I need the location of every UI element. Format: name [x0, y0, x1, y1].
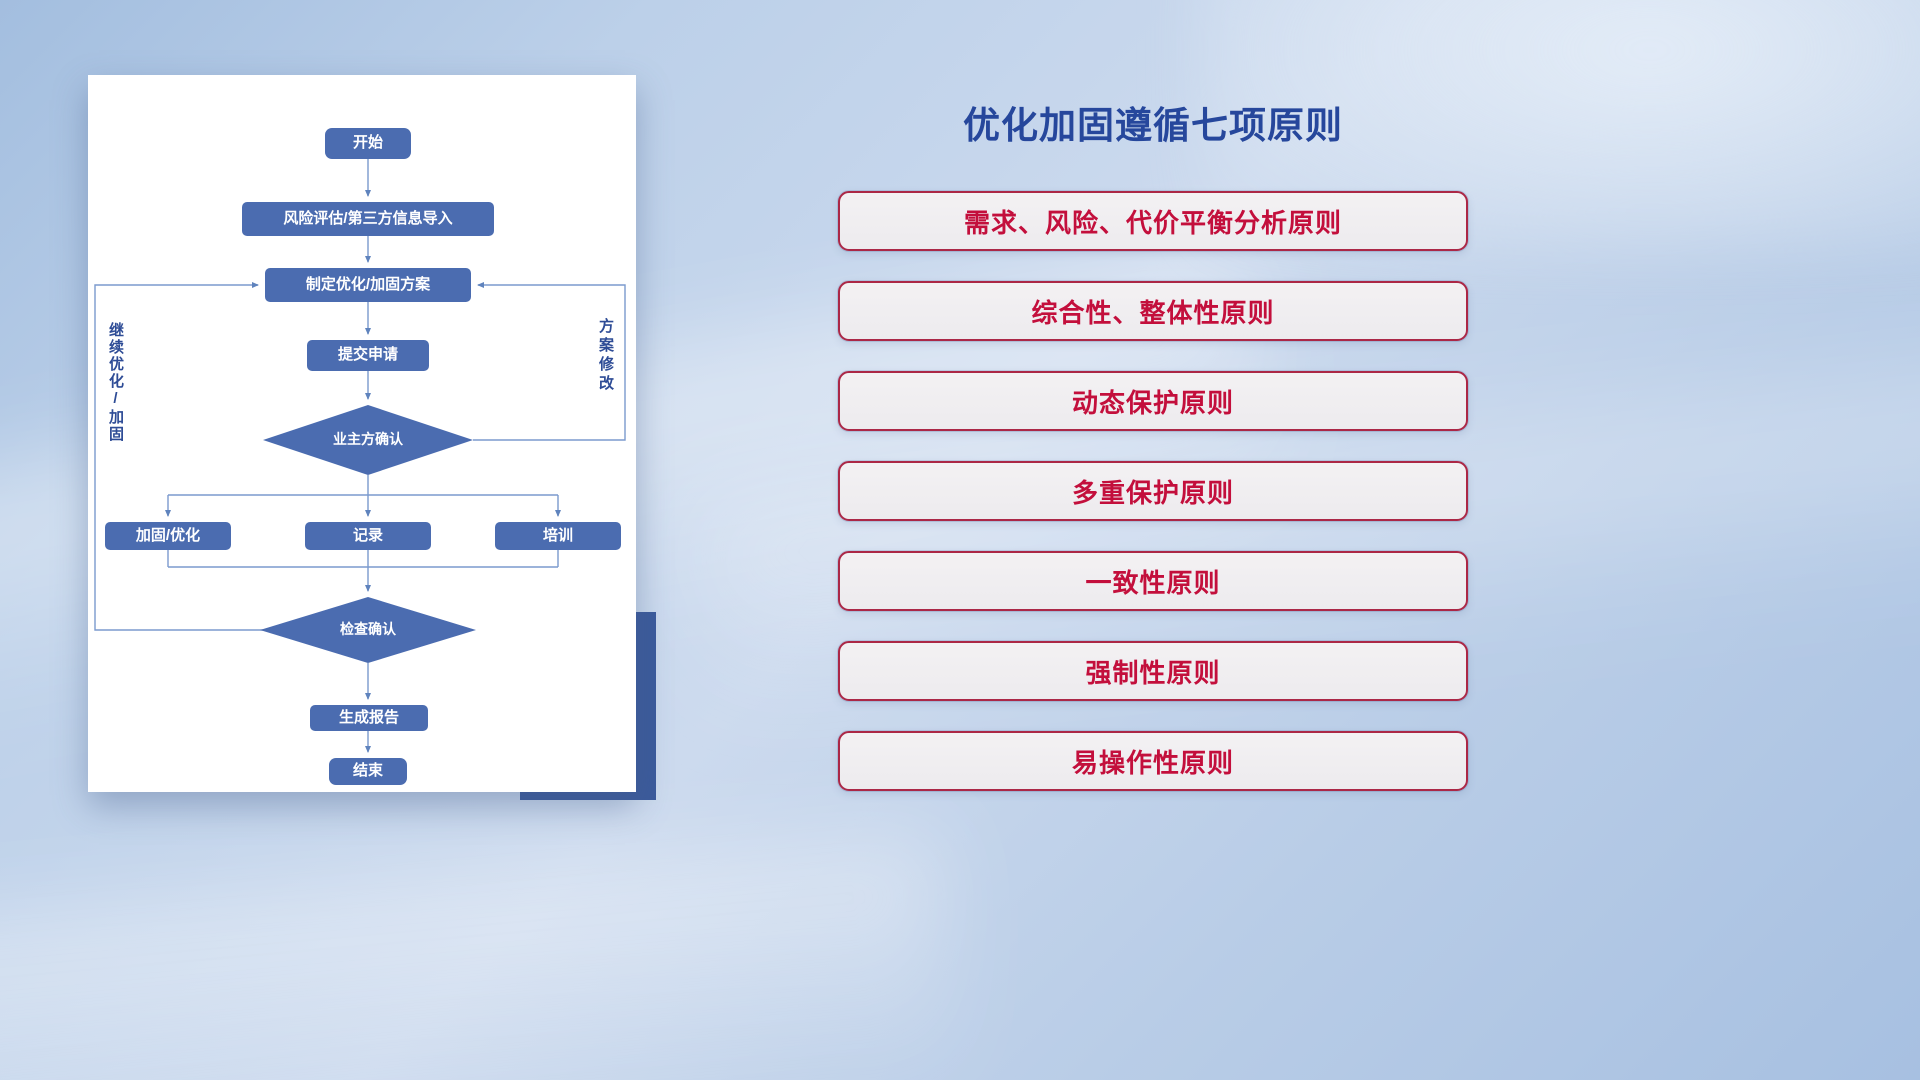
flowchart-card: 开始 风险评估/第三方信息导入 制定优化/加固方案 提交申请 业主方确认 加固/… [88, 75, 636, 792]
flow-node-make-plan: 制定优化/加固方案 [265, 268, 471, 302]
principle-item: 强制性原则 [838, 641, 1468, 701]
flow-node-harden: 加固/优化 [105, 522, 231, 550]
principle-item: 易操作性原则 [838, 731, 1468, 791]
principle-item: 需求、风险、代价平衡分析原则 [838, 191, 1468, 251]
principle-list: 需求、风险、代价平衡分析原则 综合性、整体性原则 动态保护原则 多重保护原则 一… [838, 191, 1468, 791]
flow-node-risk-import: 风险评估/第三方信息导入 [242, 202, 494, 236]
flow-node-record: 记录 [305, 522, 431, 550]
loop-label-continue-optimize: 继续优化/加固 [107, 322, 124, 443]
principle-item: 综合性、整体性原则 [838, 281, 1468, 341]
principles-panel: 优化加固遵循七项原则 需求、风险、代价平衡分析原则 综合性、整体性原则 动态保护… [838, 95, 1468, 791]
flow-node-report: 生成报告 [310, 705, 428, 731]
loop-label-plan-revise: 方案修改 [597, 318, 614, 394]
principle-item: 多重保护原则 [838, 461, 1468, 521]
flow-node-end: 结束 [329, 758, 407, 785]
flow-connectors [94, 159, 626, 753]
flow-node-train: 培训 [495, 522, 621, 550]
flow-node-start: 开始 [325, 128, 411, 159]
principle-item: 动态保护原则 [838, 371, 1468, 431]
flow-node-submit: 提交申请 [307, 340, 429, 371]
background-streak [0, 832, 960, 1080]
panel-title: 优化加固遵循七项原则 [963, 105, 1343, 146]
principle-item: 一致性原则 [838, 551, 1468, 611]
